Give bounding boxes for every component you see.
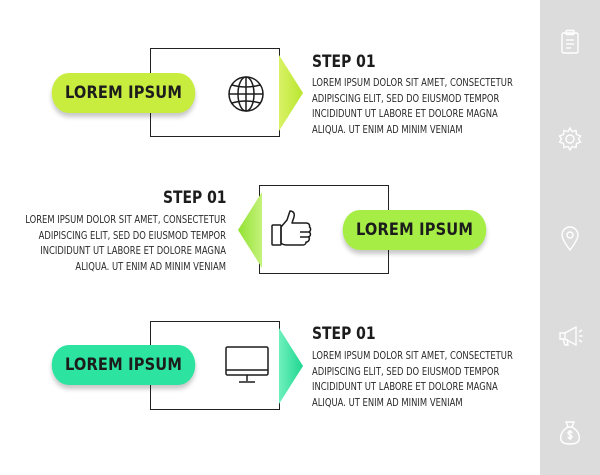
step-3-line-1: LOREM IPSUM DOLOR SIT AMET, CONSECTETUR [312, 350, 513, 362]
globe-icon [228, 76, 264, 112]
step-2-arrow [238, 192, 262, 268]
step-3-pill[interactable]: LOREM IPSUM [51, 345, 196, 385]
step-3-pill-label: LOREM IPSUM [64, 355, 183, 375]
step-2-title: STEP 01 [162, 188, 226, 208]
megaphone-icon[interactable] [556, 322, 584, 350]
step-3-line-2: ADIPISCING ELIT, SED DO EIUSMOD TEMPOR [312, 365, 500, 378]
step-2-line-4: ALIQUA. UT ENIM AD MINIM VENIAM [75, 260, 227, 273]
step-2-line-3: INCIDIDUNT UT LABORE ET DOLORE MAGNA [40, 245, 226, 257]
step-2-line-2: ADIPISCING ELIT, SED DO EIUSMOD TEMPOR [38, 229, 226, 242]
thumbs-up-icon [271, 210, 312, 246]
monitor-icon [225, 346, 269, 383]
gear-icon[interactable] [556, 125, 584, 153]
step-2-pill-label: LOREM IPSUM [355, 220, 474, 240]
step-1-description: LOREM IPSUM DOLOR SIT AMET, CONSECTETUR … [312, 76, 513, 138]
step-2-description: LOREM IPSUM DOLOR SIT AMET, CONSECTETUR … [25, 213, 226, 275]
step-1-line-2: ADIPISCING ELIT, SED DO EIUSMOD TEMPOR [312, 92, 500, 105]
step-3-line-3: INCIDIDUNT UT LABORE ET DOLORE MAGNA [312, 381, 498, 393]
clipboard-icon[interactable] [556, 28, 584, 56]
step-1-title: STEP 01 [312, 52, 376, 72]
step-3-line-4: ALIQUA. UT ENIM AD MINIM VENIAM [312, 396, 463, 409]
step-1-arrow [279, 55, 303, 131]
map-pin-icon[interactable] [556, 224, 584, 252]
step-1-line-1: LOREM IPSUM DOLOR SIT AMET, CONSECTETUR [312, 77, 513, 89]
step-1-pill[interactable]: LOREM IPSUM [51, 73, 196, 113]
step-2-pill[interactable]: LOREM IPSUM [342, 210, 487, 250]
step-3-description: LOREM IPSUM DOLOR SIT AMET, CONSECTETUR … [312, 349, 513, 411]
step-3-title: STEP 01 [312, 324, 376, 344]
step-1-line-4: ALIQUA. UT ENIM AD MINIM VENIAM [312, 123, 463, 136]
step-1-line-3: INCIDIDUNT UT LABORE ET DOLORE MAGNA [312, 108, 498, 120]
step-1-pill-label: LOREM IPSUM [64, 83, 183, 103]
sidebar [540, 0, 600, 475]
step-3-arrow [279, 328, 303, 404]
step-2-line-1: LOREM IPSUM DOLOR SIT AMET, CONSECTETUR [25, 214, 226, 226]
money-bag-icon[interactable] [556, 418, 584, 446]
